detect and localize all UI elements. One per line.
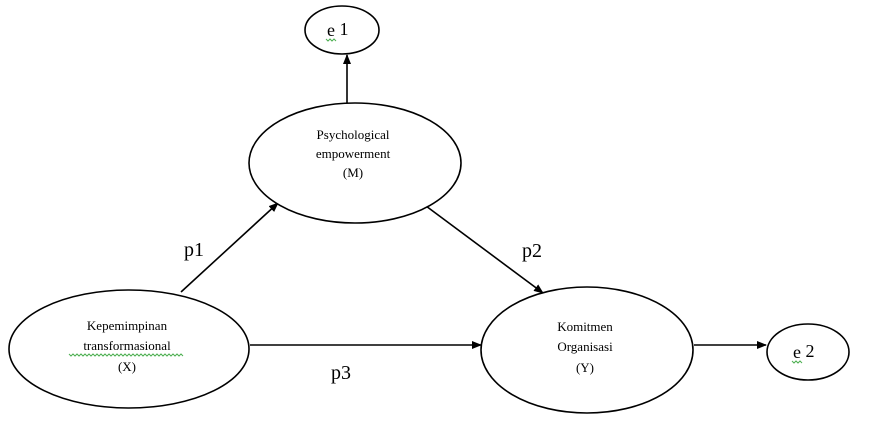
node-x-line2: transformasional bbox=[83, 338, 171, 353]
node-x-line3: (X) bbox=[118, 359, 136, 374]
node-m-line1: Psychological bbox=[317, 127, 390, 142]
spellcheck-underline-icon bbox=[68, 353, 184, 357]
node-kepemimpinan-transformasional: Kepemimpinan transformasional (X) bbox=[8, 289, 250, 409]
node-y-line3: (Y) bbox=[576, 360, 594, 375]
error-e1-letter: e bbox=[327, 20, 335, 40]
path-label-p2: p2 bbox=[522, 240, 542, 262]
node-komitmen-organisasi: Komitmen Organisasi (Y) bbox=[480, 286, 694, 414]
error-node-e2: e 2 bbox=[766, 323, 850, 381]
node-m-line3: (M) bbox=[343, 165, 363, 180]
node-y-line1: Komitmen bbox=[557, 319, 613, 334]
node-m-line2: empowerment bbox=[316, 146, 391, 161]
arrow-x-to-m bbox=[180, 202, 279, 293]
error-e2-letter: e bbox=[793, 342, 801, 362]
error-node-e1: e 1 bbox=[304, 5, 380, 55]
error-e2-index: 2 bbox=[806, 341, 815, 361]
node-x-line1: Kepemimpinan bbox=[87, 318, 168, 333]
node-psychological-empowerment: Psychological empowerment (M) bbox=[248, 102, 462, 224]
node-y-line2: Organisasi bbox=[557, 339, 613, 354]
arrow-m-to-y bbox=[425, 205, 544, 294]
spellcheck-underline-icon bbox=[791, 360, 803, 364]
path-label-p1: p1 bbox=[184, 239, 204, 261]
error-e1-index: 1 bbox=[340, 19, 349, 39]
spellcheck-underline-icon bbox=[325, 38, 337, 42]
path-label-p3: p3 bbox=[331, 362, 351, 384]
